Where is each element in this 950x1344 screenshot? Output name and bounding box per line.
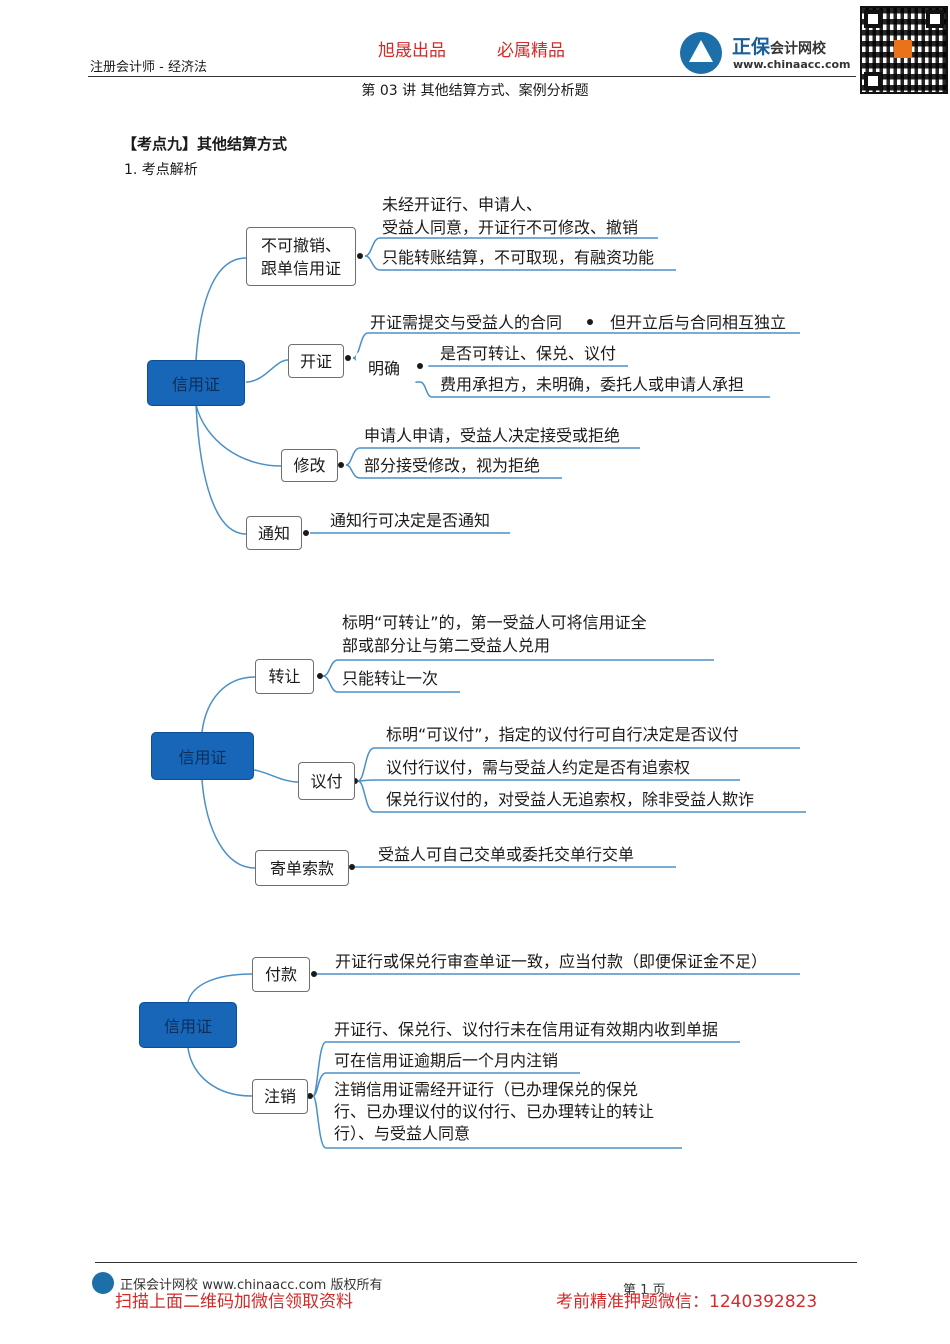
mindmap-root-1: 信用证 — [147, 360, 245, 406]
leaf-irrevocable-2: 只能转账结算，不可取现，有融资功能 — [382, 248, 655, 267]
leaf-claim-1: 受益人可自己交单或委托交单行交单 — [378, 845, 635, 864]
leaf-transfer-1: 标明“可转让”的，第一受益人可将信用证全 部或部分让与第二受益人兑用 — [342, 613, 647, 655]
header-slogan-left: 旭晟出品 — [378, 41, 446, 61]
branch-issue: 开证 — [288, 344, 344, 378]
branch-payment: 付款 — [252, 957, 310, 992]
leaf-transfer-2: 只能转让一次 — [342, 669, 439, 688]
leaf-irrevocable-1: 未经开证行、申请人、 受益人同意，开证行不可修改、撤销 — [382, 195, 639, 237]
leaf-cancel-2: 可在信用证逾期后一个月内注销 — [334, 1051, 559, 1070]
branch-claim: 寄单索款 — [255, 850, 349, 886]
logo-name-suffix: 会计网校 — [770, 41, 827, 57]
leaf-payment-1: 开证行或保兑行审查单证一致，应当付款（即便保证金不足） — [335, 952, 768, 971]
logo-icon — [680, 32, 722, 74]
footer-logo-icon — [92, 1272, 114, 1294]
qr-corner — [864, 10, 882, 28]
leaf-notify-1: 通知行可决定是否通知 — [330, 511, 491, 530]
leaf-negotiate-1: 标明“可议付”，指定的议付行可自行决定是否议付 — [386, 725, 739, 744]
footer-promo-right: 考前精准押题微信：1240392823 — [556, 1292, 818, 1312]
section-title: 【考点九】其他结算方式 — [122, 135, 288, 153]
header-divider — [88, 76, 856, 77]
branch-explicit: 明确 — [356, 352, 416, 384]
branch-negotiate: 议付 — [298, 762, 355, 800]
footer-page-number: 第 1 页 — [623, 1283, 666, 1298]
qr-corner — [864, 72, 882, 90]
lecture-title: 第 03 讲 其他结算方式、案例分析题 — [361, 83, 589, 99]
mindmap-root-2: 信用证 — [151, 732, 254, 780]
mindmap-root-3: 信用证 — [139, 1002, 237, 1048]
footer-divider — [95, 1262, 857, 1263]
leaf-explicit-1: 是否可转让、保兑、议付 — [440, 344, 617, 363]
branch-cancel: 注销 — [252, 1079, 308, 1114]
qr-center-logo — [894, 40, 912, 58]
leaf-cancel-1: 开证行、保兑行、议付行未在信用证有效期内收到单据 — [334, 1020, 719, 1039]
header-slogan-right: 必属精品 — [497, 41, 565, 61]
leaf-amend-1: 申请人申请，受益人决定接受或拒绝 — [364, 426, 621, 445]
header-course-label: 注册会计师 - 经济法 — [90, 60, 207, 75]
logo-name: 正保会计网校 — [732, 36, 827, 58]
leaf-explicit-2: 费用承担方，未明确，委托人或申请人承担 — [440, 375, 745, 394]
leaf-amend-2: 部分接受修改，视为拒绝 — [364, 456, 541, 475]
footer-copyright: 正保会计网校 www.chinaacc.com 版权所有 — [120, 1278, 383, 1293]
leaf-negotiate-3: 保兑行议付的，对受益人无追索权，除非受益人欺诈 — [386, 790, 755, 809]
leaf-issue-1: 开证需提交与受益人的合同 — [370, 313, 563, 332]
branch-notify: 通知 — [246, 516, 302, 550]
branch-transfer: 转让 — [255, 659, 314, 694]
leaf-negotiate-2: 议付行议付，需与受益人约定是否有追索权 — [386, 758, 691, 777]
leaf-cancel-3: 注销信用证需经开证行（已办理保兑的保兑 行、已办理议付的议付行、已办理转让的转让… — [334, 1080, 655, 1143]
qr-corner — [926, 10, 944, 28]
logo-url: www.chinaacc.com — [733, 58, 851, 71]
qr-code — [860, 6, 948, 94]
branch-irrevocable: 不可撤销、 跟单信用证 — [246, 227, 356, 286]
leaf-issue-2: 但开立后与合同相互独立 — [610, 313, 787, 332]
footer-promo-left: 扫描上面二维码加微信领取资料 — [115, 1292, 353, 1312]
section-subtitle: 1. 考点解析 — [124, 162, 198, 178]
branch-amend: 修改 — [281, 449, 338, 482]
